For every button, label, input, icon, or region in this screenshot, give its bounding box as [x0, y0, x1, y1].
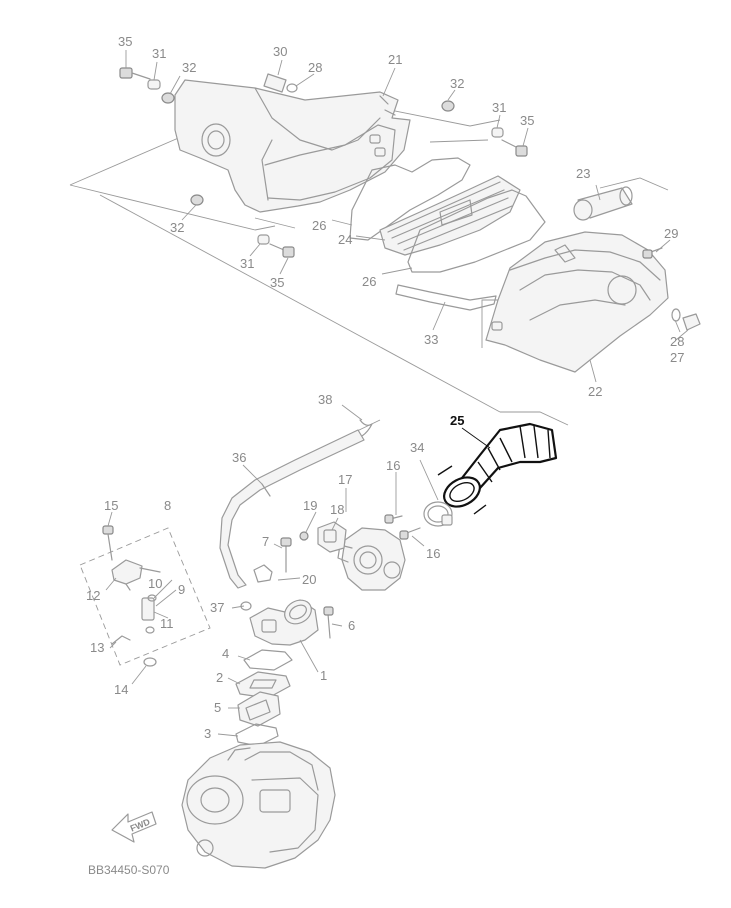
callout-9: 9 — [178, 582, 185, 597]
packing-33 — [395, 284, 497, 311]
clip-28-lower — [671, 308, 681, 322]
callout-37: 37 — [210, 600, 224, 615]
callout-34: 34 — [410, 440, 424, 455]
callout-10: 10 — [148, 576, 162, 591]
hose-36 — [219, 429, 365, 589]
clamp-20 — [253, 564, 273, 583]
callout-36: 36 — [232, 450, 246, 465]
callout-35: 35 — [270, 275, 284, 290]
seal-26-lower — [407, 189, 546, 273]
callout-31: 31 — [492, 100, 506, 115]
callout-6: 6 — [348, 618, 355, 633]
callout-30: 30 — [273, 44, 287, 59]
callout-28: 28 — [670, 334, 684, 349]
screw-16-upper — [384, 514, 403, 524]
air-cleaner-cap — [485, 231, 669, 373]
engine — [181, 741, 336, 869]
callout-24: 24 — [338, 232, 352, 247]
band-38 — [359, 419, 373, 437]
callout-31: 31 — [152, 46, 166, 61]
callout-2: 2 — [216, 670, 223, 685]
joint-throttle-body-1 — [249, 599, 319, 646]
callout-17: 17 — [338, 472, 352, 487]
collar-31-upper — [147, 79, 161, 90]
screw-15 — [102, 525, 114, 561]
callout-31: 31 — [240, 256, 254, 271]
bolt-35-lower — [269, 243, 295, 258]
sensor-18 — [317, 521, 347, 553]
bolt-35-upper — [119, 67, 151, 80]
collar-31-right — [491, 127, 504, 138]
grommet-32-right — [441, 100, 455, 112]
pipe-30 — [263, 73, 287, 93]
callout-23: 23 — [576, 166, 590, 181]
collar-31-lower — [257, 234, 270, 245]
bolt-6 — [323, 606, 334, 639]
screw-19 — [299, 531, 309, 541]
callout-32: 32 — [170, 220, 184, 235]
callout-29: 29 — [664, 226, 678, 241]
washer-14 — [143, 657, 157, 667]
sensor-9-10-11 — [141, 594, 157, 634]
callout-25: 25 — [450, 413, 464, 428]
callout-14: 14 — [114, 682, 128, 697]
callout-22: 22 — [588, 384, 602, 399]
callout-35: 35 — [118, 34, 132, 49]
callout-13: 13 — [90, 640, 104, 655]
callout-11: 11 — [160, 616, 174, 631]
air-cleaner-case — [174, 79, 411, 213]
fwd-arrow-icon: FWD — [111, 811, 157, 843]
clamp-37 — [240, 601, 252, 611]
callout-8: 8 — [164, 498, 171, 513]
clip-13 — [111, 635, 131, 645]
callout-15: 15 — [104, 498, 118, 513]
clip-28-upper — [286, 83, 298, 93]
clamp-34 — [423, 501, 453, 527]
reference-code: BB34450-S070 — [88, 863, 170, 877]
callout-5: 5 — [214, 700, 221, 715]
callout-20: 20 — [302, 572, 316, 587]
callout-16: 16 — [386, 458, 400, 473]
plug-27 — [682, 313, 701, 331]
joint-23 — [573, 186, 633, 221]
throttle-body-17 — [337, 527, 406, 591]
callout-26: 26 — [312, 218, 326, 233]
callout-33: 33 — [424, 332, 438, 347]
callout-numbers: 35 31 32 30 28 21 32 31 35 23 32 31 35 2… — [86, 34, 684, 741]
callout-3: 3 — [204, 726, 211, 741]
callout-38: 38 — [318, 392, 332, 407]
callout-35: 35 — [520, 113, 534, 128]
callout-19: 19 — [303, 498, 317, 513]
callout-1: 1 — [320, 668, 327, 683]
callout-16: 16 — [426, 546, 440, 561]
callout-28: 28 — [308, 60, 322, 75]
joint-5 — [237, 691, 281, 727]
callout-4: 4 — [222, 646, 229, 661]
callout-21: 21 — [388, 52, 402, 67]
callout-26: 26 — [362, 274, 376, 289]
bolt-35-right — [501, 139, 528, 157]
sensor-group-8-box — [79, 527, 211, 666]
callout-32: 32 — [182, 60, 196, 75]
leader-lines — [105, 50, 689, 737]
callout-18: 18 — [330, 502, 344, 517]
gasket-4 — [243, 649, 293, 671]
screw-16-lower — [399, 527, 421, 540]
callout-32: 32 — [450, 76, 464, 91]
grommet-32-lower — [190, 194, 204, 206]
gasket-3 — [235, 723, 279, 747]
callout-27: 27 — [670, 350, 684, 365]
joint-25-highlighted — [437, 422, 558, 515]
grommet-32-upper — [161, 92, 175, 104]
callout-12: 12 — [86, 588, 100, 603]
insulator-2 — [235, 671, 291, 699]
callout-7: 7 — [262, 534, 269, 549]
bolt-7 — [280, 537, 292, 573]
